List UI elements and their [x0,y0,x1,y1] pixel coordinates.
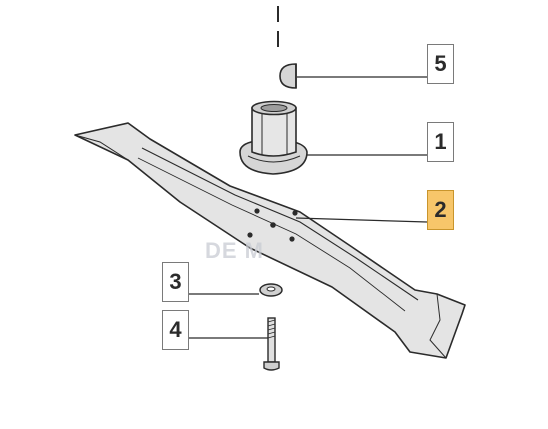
hub-flange-inner [247,155,301,163]
bolt-threads [267,319,276,339]
key-shape [279,63,297,89]
bolt-head [263,361,280,371]
washer-hole [266,286,276,292]
blade-hole-5 [289,236,295,242]
bolt[interactable] [263,317,280,371]
blade-hole-3 [270,222,276,228]
blade-hole-4 [247,232,253,238]
callout-3[interactable]: 3 [162,262,189,302]
callout-5[interactable]: 5 [427,44,454,84]
blade-hole-2 [292,210,298,216]
blade-hole-1 [254,208,260,214]
hub-bore [260,104,288,112]
washer[interactable] [259,283,283,297]
blade-hub[interactable] [239,100,308,175]
callout-2[interactable]: 2 [427,190,454,230]
leader-2 [295,217,428,223]
blade-tip-left [74,134,129,161]
hub-collar [251,107,297,157]
callout-1[interactable]: 1 [427,122,454,162]
callout-4[interactable]: 4 [162,310,189,350]
mower-blade[interactable] [74,122,466,359]
leader-lines [188,76,428,339]
half-moon-key[interactable] [279,63,297,89]
blade-ridge [141,147,419,301]
blade-tip-right [429,293,447,359]
watermark-text: DE M [205,238,264,263]
blade-ridge-lower [137,157,406,312]
blade-outline [74,122,466,359]
